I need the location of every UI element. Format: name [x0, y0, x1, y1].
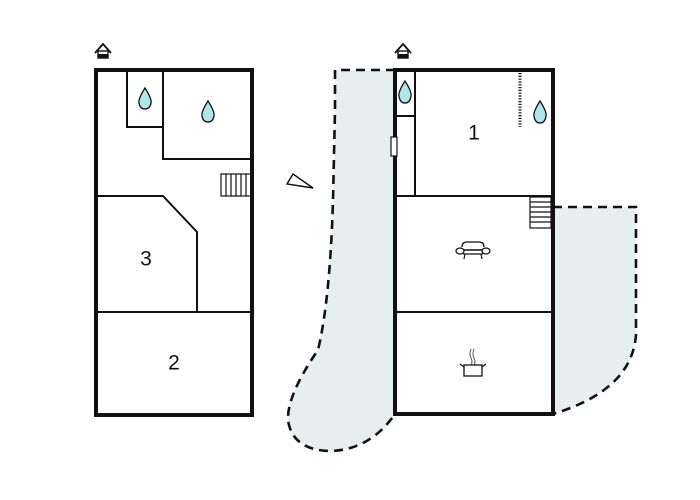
water-drop-icon	[398, 79, 412, 104]
room-3-label: 3	[140, 248, 152, 271]
water-drop-icon	[138, 86, 152, 110]
water-drop-icon	[533, 99, 547, 124]
house-entrance-icon	[394, 42, 412, 59]
upper-floor-plan: 3 2	[94, 42, 254, 417]
water-drop-icon	[201, 99, 215, 123]
north-arrow-triangle-icon	[285, 172, 314, 189]
sofa-icon	[455, 241, 491, 260]
room-3-walls	[97, 195, 198, 312]
door-icon	[390, 136, 398, 157]
room-1-label: 1	[468, 122, 480, 145]
ground-floor-plan: 1	[390, 42, 555, 416]
left-terrace	[286, 68, 397, 453]
cooking-pot-icon	[459, 348, 487, 377]
right-terrace	[551, 205, 638, 416]
ground-staircase	[529, 196, 552, 229]
room-2-label: 2	[168, 352, 180, 375]
upper-bathroom-large	[162, 70, 252, 160]
upper-staircase	[220, 173, 252, 197]
house-entrance-icon	[94, 42, 112, 59]
